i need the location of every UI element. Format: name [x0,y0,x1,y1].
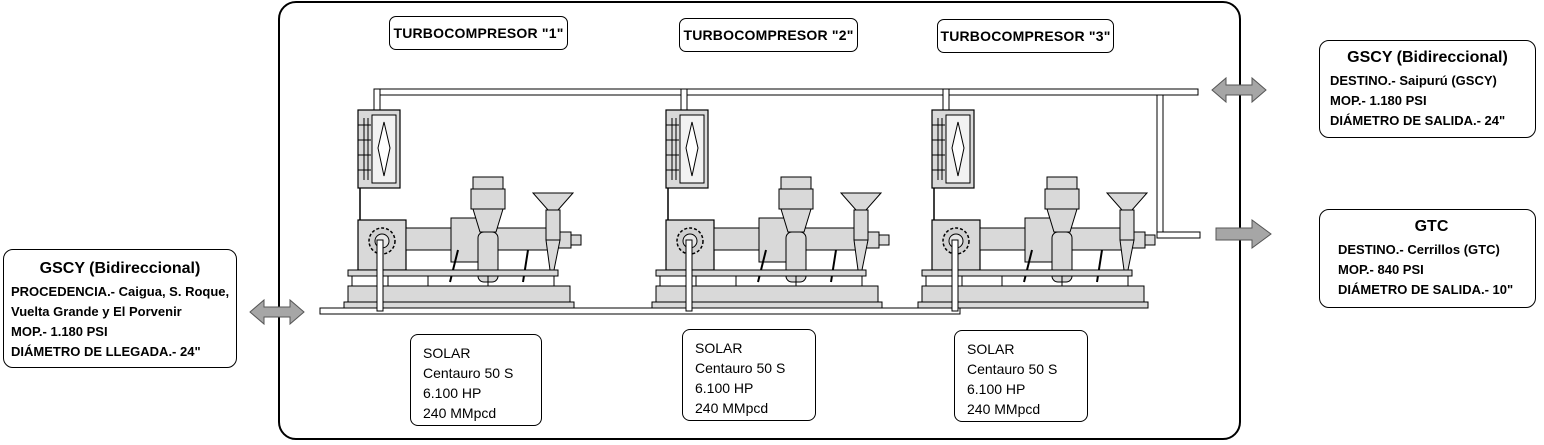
gtc-branch-pipe [1156,94,1164,236]
turbocompressor-1-spec: SOLAR Centauro 50 S 6.100 HP 240 MMpcd [410,334,542,426]
spec-model: Centauro 50 S [695,360,786,376]
inlet-origin-cont: Vuelta Grande y El Porvenir [11,304,182,319]
inlet-origin: PROCEDENCIA.- Caigua, S. Roque, [11,284,230,299]
outlet-gtc-mop: MOP.- 840 PSI [1338,262,1424,277]
outlet-gscy-title: GSCY (Bidireccional) [1347,49,1508,66]
outlet-gscy-destination: DESTINO.- Saipurú (GSCY) [1330,73,1497,88]
spec-capacity: 240 MMpcd [695,400,769,416]
turbocompressor-3-label: TURBOCOMPRESOR "3" [937,19,1114,53]
turbocompressor-1-label: TURBOCOMPRESOR "1" [389,16,568,50]
gscy-outlet-bidirectional-arrow [1211,76,1267,104]
outlet-gtc-diameter: DIÁMETRO DE SALIDA.- 10" [1338,282,1514,297]
inlet-gscy-info: GSCY (Bidireccional) PROCEDENCIA.- Caigu… [3,249,237,368]
spec-manufacturer: SOLAR [967,341,1015,357]
outlet-gtc-info: GTC DESTINO.- Cerrillos (GTC) MOP.- 840 … [1319,209,1536,308]
outlet-gscy-info: GSCY (Bidireccional) DESTINO.- Saipurú (… [1319,40,1536,138]
inlet-title: GSCY (Bidireccional) [39,260,201,277]
inlet-mop: MOP.- 1.180 PSI [11,324,108,339]
spec-power: 6.100 HP [423,385,482,401]
outlet-gscy-diameter: DIÁMETRO DE SALIDA.- 24" [1330,113,1506,128]
spec-model: Centauro 50 S [967,361,1058,377]
spec-capacity: 240 MMpcd [967,401,1041,417]
suction-header-pipe [319,307,961,315]
outlet-gtc-title: GTC [1414,218,1449,235]
spec-power: 6.100 HP [695,380,754,396]
turbocompressor-2-spec: SOLAR Centauro 50 S 6.100 HP 240 MMpcd [682,329,816,421]
discharge-header-pipe [374,88,1199,96]
spec-model: Centauro 50 S [423,365,514,381]
turbocompressor-2-label: TURBOCOMPRESOR "2" [679,18,858,52]
spec-manufacturer: SOLAR [423,345,471,361]
spec-capacity: 240 MMpcd [423,405,497,421]
spec-power: 6.100 HP [967,381,1026,397]
turbocompressor-3-spec: SOLAR Centauro 50 S 6.100 HP 240 MMpcd [954,330,1088,422]
inlet-diameter: DIÁMETRO DE LLEGADA.- 24" [11,344,201,359]
spec-manufacturer: SOLAR [695,340,743,356]
outlet-gscy-mop: MOP.- 1.180 PSI [1330,93,1427,108]
outlet-gtc-destination: DESTINO.- Cerrillos (GTC) [1338,242,1500,257]
gtc-outlet-arrow [1215,219,1272,249]
inlet-bidirectional-arrow [249,298,305,326]
